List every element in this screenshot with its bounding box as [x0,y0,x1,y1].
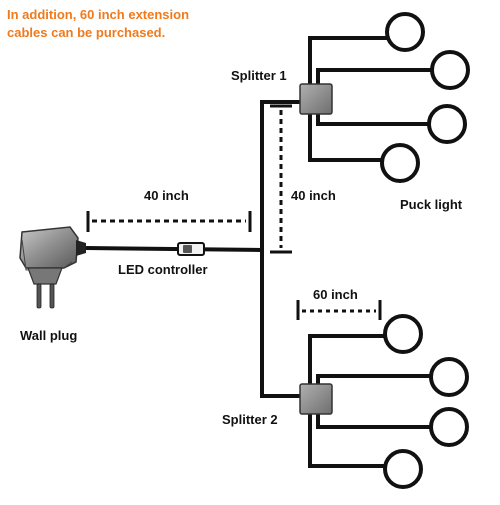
splitter-box-icon [299,83,333,115]
trunk-cable [260,100,304,398]
ring-light-icon [427,104,467,144]
puck-light-label: Puck light [400,197,463,212]
led-controller-label: LED controller [118,262,208,277]
main-cable [85,246,263,252]
ring-light-icon [385,12,425,52]
ring-light-icon [383,314,423,354]
dimension-60-label: 60 inch [313,287,358,302]
ring-light-icon [380,143,420,183]
ring-light-icon [429,357,469,397]
extension-cable-note: In addition, 60 inch extension cables ca… [7,6,247,42]
note-line-2: cables can be purchased. [7,25,166,40]
puck-light-group-1 [380,12,470,183]
dimension-horizontal-40 [86,211,252,232]
wall-plug-label: Wall plug [20,328,78,343]
ring-light-icon [430,50,470,90]
ring-light-icon [383,449,423,489]
wall-plug-icon [19,226,86,309]
puck-light-group-2 [383,314,469,489]
splitter-box-icon [299,383,333,415]
splitter-1-label: Splitter 1 [231,68,287,83]
note-line-1: In addition, 60 inch extension [7,7,190,22]
dimension-horizontal-label: 40 inch [144,188,189,203]
dimension-vertical-40 [270,104,292,254]
inline-switch-icon [177,242,205,256]
dimension-vertical-label: 40 inch [291,188,336,203]
dimension-60 [296,300,382,320]
ring-light-icon [429,407,469,447]
splitter-2-label: Splitter 2 [222,412,278,427]
